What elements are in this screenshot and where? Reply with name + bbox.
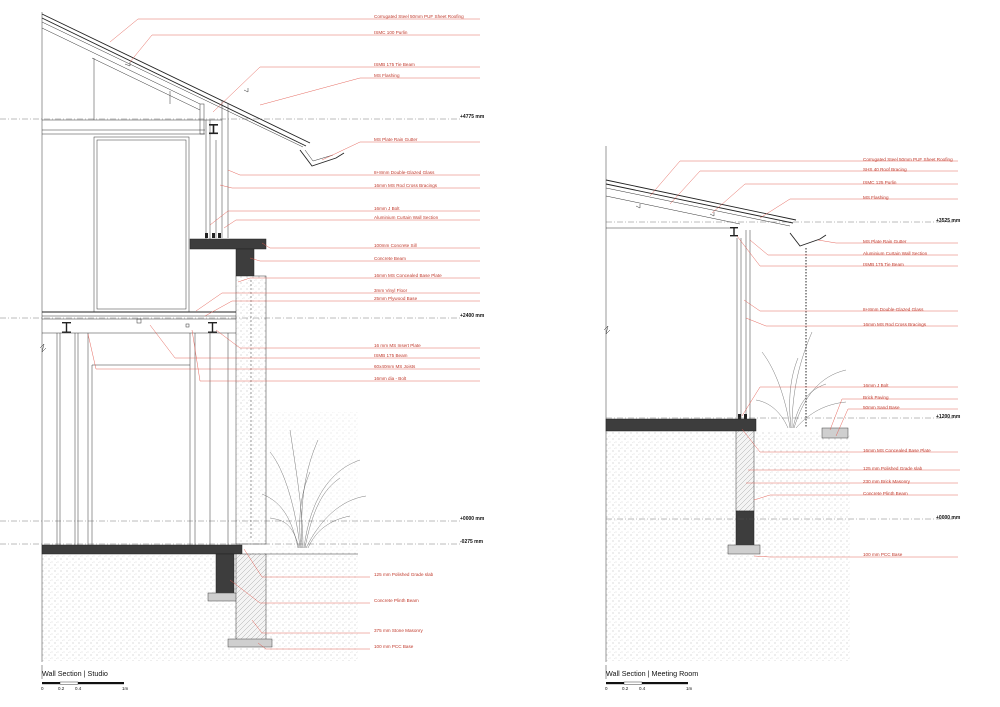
meeting-ann-roofing: Corrugated Steel 50mm PUF Sheet Roofing xyxy=(863,157,953,162)
studio-ann-bolt: 16mm dia - Bolt xyxy=(374,376,407,381)
studio-planter-soil xyxy=(266,412,358,553)
meeting-section-title: Wall Section | Meeting Room xyxy=(606,669,698,678)
meeting-scale-bar: 0 0.2 0.4 1m xyxy=(605,681,693,691)
meeting-ann-cross-bracings: 16mm MS Rod Cross Bracings xyxy=(863,322,927,327)
studio-concrete-beam xyxy=(235,248,255,277)
studio-window xyxy=(42,129,205,313)
studio-leaders xyxy=(87,18,480,650)
studio-ann-glass: 8+8mm Double-Glazed Glass xyxy=(374,170,435,175)
studio-ann-grade-slab: 125 mm Polished Grade slab xyxy=(374,572,434,577)
meeting-ann-roof-bracing: SHS 40 Roof Bracing xyxy=(863,167,907,172)
meeting-roof xyxy=(605,179,797,229)
studio-level-2400: +2400 mm xyxy=(460,313,485,319)
studio-ground-fill xyxy=(42,553,358,661)
studio-section-title: Wall Section | Studio xyxy=(42,669,108,678)
studio-ann-roofing: Corrugated Steel 50mm PUF Sheet Roofing xyxy=(374,14,464,19)
studio-ann-rain-gutter: MS Plate Rain Gutter xyxy=(374,137,418,142)
studio-ann-concrete-sill: 100mm Concrete Sill xyxy=(374,243,417,248)
meeting-ann-brick-masonry: 230 mm Brick Masonry xyxy=(863,479,911,484)
meeting-level-3525: +3525 mm xyxy=(936,218,961,224)
studio-scale-0: 0 xyxy=(41,686,44,691)
studio-level-minus-0275: -0275 mm xyxy=(460,539,484,545)
studio-section: +4775 mm +2400 mm +0000 mm -0275 mm xyxy=(0,12,485,691)
studio-plinth-beam xyxy=(215,553,235,595)
studio-ann-curtain-wall: Aluminium Curtain Wall Section xyxy=(374,215,439,220)
studio-curtain-wall xyxy=(205,100,229,240)
studio-scale-1m: 1m xyxy=(122,686,129,691)
studio-ann-concrete-beam: Concrete Beam xyxy=(374,256,406,261)
meeting-scale-1m: 1m xyxy=(686,686,693,691)
studio-ann-pcc-base: 100 mm PCC Base xyxy=(374,644,414,649)
meeting-brick-paving xyxy=(821,427,849,439)
studio-mezzanine-floor xyxy=(42,311,236,334)
meeting-ann-flashing: MS Flashing xyxy=(863,195,889,200)
studio-roof xyxy=(41,13,311,148)
meeting-rain-gutter xyxy=(789,232,827,247)
meeting-level-0000: +0000 mm xyxy=(936,515,961,521)
studio-ann-cross-bracings: 16mm MS Rod Cross Bracings xyxy=(374,183,438,188)
meeting-ann-j-bolt: 16mm J Bolt xyxy=(863,383,889,388)
studio-scale-0-4: 0.4 xyxy=(75,686,82,691)
studio-level-4775: +4775 mm xyxy=(460,114,485,120)
meeting-level-1200: +1200 mm xyxy=(936,414,961,420)
meeting-ann-brick-paving: Brick Paving xyxy=(863,395,889,400)
studio-stone-masonry xyxy=(235,553,267,641)
studio-ann-flashing: MS Flashing xyxy=(374,73,400,78)
studio-ann-stone-masonry: 375 mm Stone Masonry xyxy=(374,628,423,633)
studio-concrete-sill xyxy=(189,238,267,250)
meeting-ann-curtain-wall: Aluminium Curtain Wall Section xyxy=(863,251,928,256)
studio-lower-frame xyxy=(39,333,229,545)
studio-ann-tie-beam: ISMB 175 Tie Beam xyxy=(374,62,415,67)
meeting-leaders xyxy=(649,160,960,558)
meeting-ann-glass: 8+8mm Double-Glazed Glass xyxy=(863,307,924,312)
studio-ann-plywood: 25mm Plywood Base xyxy=(374,296,418,301)
meeting-annotations: Corrugated Steel 50mm PUF Sheet Roofing … xyxy=(863,157,953,557)
studio-scale-0-2: 0.2 xyxy=(58,686,65,691)
studio-ann-beam: ISMB 175 Beam xyxy=(374,353,408,358)
meeting-pcc-base xyxy=(727,544,761,555)
meeting-plant xyxy=(755,331,847,429)
meeting-ann-base-plate: 16mm MS Concealed Base Plate xyxy=(863,448,931,453)
studio-grade-slab xyxy=(41,544,243,555)
studio-scale-bar: 0 0.2 0.4 1m xyxy=(41,681,129,691)
studio-ann-insert-plate: 16 mm MS Insert Plate xyxy=(374,343,421,348)
meeting-section: +3525 mm +1200 mm +0000 mm Corrugated St… xyxy=(603,146,961,691)
studio-ann-plinth-beam: Concrete Plinth Beam xyxy=(374,598,419,603)
meeting-ann-purlin: ISMC 125 Purlin xyxy=(863,180,897,185)
meeting-tie-beam xyxy=(730,227,738,237)
meeting-scale-0-2: 0.2 xyxy=(622,686,629,691)
meeting-ann-plinth-beam: Concrete Plinth Beam xyxy=(863,491,908,496)
meeting-curtain-wall xyxy=(736,230,751,420)
meeting-ann-grade-slab: 125 mm Polished Grade slab xyxy=(863,466,923,471)
studio-ann-purlin: ISMC 100 Purlin xyxy=(374,30,408,35)
studio-rain-gutter xyxy=(299,149,345,167)
studio-ann-j-bolt: 16mm J Bolt xyxy=(374,206,400,211)
studio-ann-joists: 60x40mm MS Joists xyxy=(374,364,416,369)
meeting-ann-rain-gutter: MS Plate Rain Gutter xyxy=(863,239,907,244)
meeting-ann-tie-beam: ISMB 175 Tie Beam xyxy=(863,262,904,267)
meeting-grade-slab xyxy=(605,418,757,432)
meeting-scale-0-4: 0.4 xyxy=(639,686,646,691)
studio-pcc-base xyxy=(227,638,273,648)
meeting-brick-masonry xyxy=(735,430,755,512)
meeting-ann-pcc-base: 100 mm PCC Base xyxy=(863,552,903,557)
studio-annotations: Corrugated Steel 50mm PUF Sheet Roofing … xyxy=(374,14,464,649)
studio-ann-vinyl-floor: 3mm Vinyl Floor xyxy=(374,288,408,293)
meeting-plinth-beam xyxy=(735,510,755,546)
studio-ann-base-plate: 16mm MS Concealed Base Plate xyxy=(374,273,442,278)
meeting-ann-sand-base: 50mm Sand Base xyxy=(863,405,900,410)
studio-plant xyxy=(261,429,367,549)
meeting-scale-0: 0 xyxy=(605,686,608,691)
studio-level-0000: +0000 mm xyxy=(460,516,485,522)
